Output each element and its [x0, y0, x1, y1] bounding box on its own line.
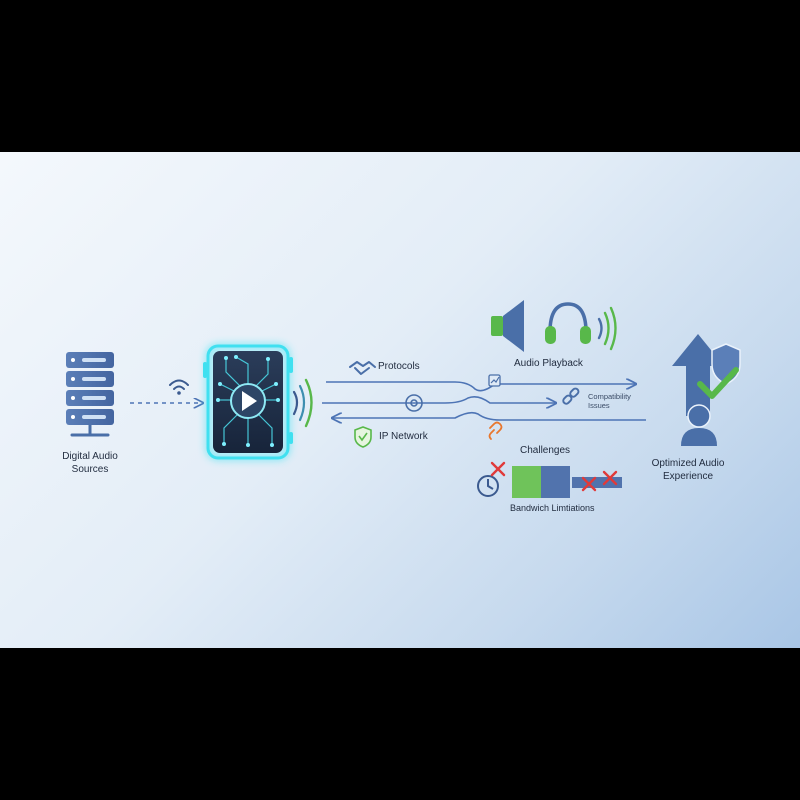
sound-wave-icon [597, 306, 617, 351]
audio-playback-label: Audio Playback [514, 358, 583, 369]
bandwidth-bar-thin [572, 477, 622, 488]
play-icon[interactable] [230, 383, 266, 419]
sources-label: Digital Audio Sources [50, 450, 130, 476]
server-icon [66, 352, 114, 437]
user-icon [681, 404, 717, 446]
link-icon [488, 421, 503, 440]
headphones-icon [545, 302, 591, 344]
link-icon [562, 387, 580, 405]
diagram-graphics [66, 300, 741, 498]
bandwidth-label: Bandwich Limtiations [510, 503, 595, 513]
shield-icon [697, 343, 741, 399]
bandwidth-bar-blue [541, 466, 570, 498]
clock-icon [477, 475, 499, 497]
optimized-label: Optimized Audio Experience [638, 457, 738, 483]
compatibility-label: Compatibility Issues [588, 392, 631, 410]
data-flow-arrows [322, 382, 646, 420]
compatibility-label-line2: Issues [588, 401, 610, 410]
sources-label-line1: Digital Audio [62, 451, 118, 462]
bandwidth-bar-green [512, 466, 541, 498]
sources-label-line2: Sources [71, 464, 109, 475]
sound-wave-icon [292, 378, 313, 428]
optimized-label-line2: Experience [662, 471, 714, 482]
device-phone [203, 344, 293, 460]
speaker-icon [491, 300, 524, 352]
check-chart-icon [488, 374, 501, 387]
protocols-label: Protocols [378, 361, 420, 372]
shield-icon [354, 426, 372, 448]
optimized-label-line1: Optimized Audio [651, 458, 725, 469]
handshake-icon [349, 361, 376, 375]
x-icon [490, 461, 506, 477]
wifi-icon [169, 379, 189, 395]
ip-network-label: IP Network [379, 431, 428, 442]
upload-arrow-icon [672, 334, 724, 416]
diagram-canvas: Digital Audio Sources Protocols IP Netwo… [0, 152, 800, 648]
x-icon [581, 470, 618, 492]
compatibility-label-line1: Compatibility [588, 392, 631, 401]
challenges-label: Challenges [520, 445, 571, 456]
target-icon [405, 394, 423, 412]
